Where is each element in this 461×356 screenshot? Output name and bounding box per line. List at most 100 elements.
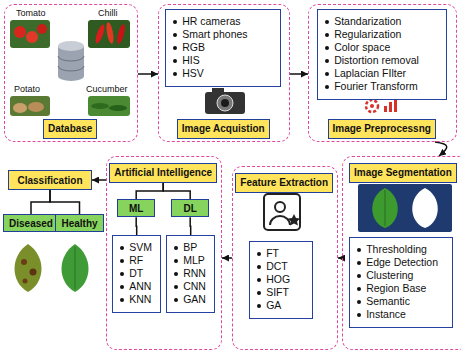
potato-photo	[10, 96, 50, 116]
stage-group: Image AcquistionHR camerasSmart phonesRG…	[158, 4, 290, 142]
segmentation-photo	[358, 184, 452, 232]
preprocessing-icon	[394, 99, 397, 112]
chilli-photo	[116, 24, 127, 45]
cucumber-photo	[109, 105, 127, 111]
potato-photo	[28, 102, 44, 112]
box-label: Classification	[17, 175, 82, 186]
chilli-photo	[88, 20, 130, 48]
connector	[435, 142, 447, 156]
box-label: DL	[184, 203, 197, 214]
list-item: Laplacian FIlter	[324, 67, 440, 80]
result-box: Diseased	[3, 214, 59, 232]
stage-label: Image Segmentation	[349, 163, 457, 183]
cucumber-photo	[88, 96, 130, 116]
cucumber-photo	[88, 96, 130, 116]
list-item: DCT	[256, 260, 306, 273]
list-item: DT	[119, 267, 154, 280]
list-item: KNN	[119, 293, 154, 306]
diseased-leaf	[23, 279, 28, 284]
list-item: FT	[256, 247, 306, 260]
list-item: Region Base	[356, 282, 446, 295]
preprocessing-icon	[384, 106, 387, 112]
feature-icon	[275, 202, 285, 212]
database-icon	[58, 41, 84, 81]
list-box: SVMRFDTANNKNN	[112, 235, 161, 313]
healthy-leaf	[62, 244, 89, 292]
tomato-photo	[26, 31, 38, 43]
photo-label: Cucumber	[86, 84, 128, 95]
stage-group: Artificial IntelligenceMLDLSVMRFDTANNKNN…	[106, 156, 222, 350]
diseased-leaf	[21, 259, 27, 265]
stage-group: Database	[4, 4, 138, 142]
connector	[136, 183, 163, 199]
list-item: Smart phones	[172, 28, 274, 41]
stage-group: Image SegmentationThresholdingEdge Detec…	[342, 156, 461, 350]
chilli-photo	[94, 24, 106, 45]
potato-photo	[10, 96, 50, 116]
camera-icon	[217, 95, 233, 111]
list-item: Fourier Transform	[324, 80, 440, 93]
healthy-leaf	[75, 247, 76, 289]
connector	[222, 257, 232, 259]
list-item: Semantic	[356, 295, 446, 308]
list-item: HOG	[256, 273, 306, 286]
segmentation-photo	[385, 190, 386, 226]
list-item: Distortion removal	[324, 54, 440, 67]
healthy-leaf	[62, 244, 89, 292]
list-item: HSV	[172, 67, 274, 80]
connector	[290, 73, 308, 75]
preprocessing-icon	[366, 99, 397, 112]
camera-icon	[221, 99, 229, 107]
list-item: RF	[119, 254, 154, 267]
chilli-photo	[88, 20, 130, 48]
box-label: Diseased	[9, 218, 53, 229]
preprocessing-icon	[370, 104, 374, 108]
list-item: RGB	[172, 41, 274, 54]
list-item: Clustering	[356, 269, 446, 282]
list-item: Edge Detection	[356, 256, 446, 269]
tomato-photo	[10, 20, 50, 48]
connector	[50, 190, 80, 214]
feature-icon	[264, 194, 300, 230]
segmentation-photo	[358, 184, 452, 232]
box-label: ML	[129, 203, 143, 214]
feature-icon	[264, 194, 300, 230]
list-item: ANN	[119, 280, 154, 293]
list-item: Color space	[324, 41, 440, 54]
list-box: FTDCTHOGSIFTGA	[249, 241, 313, 319]
tomato-photo	[10, 20, 50, 48]
stage-group: Feature ExtractionFTDCTHOGSIFTGA	[232, 166, 338, 350]
list-item: BP	[173, 241, 208, 254]
list-item: Instance	[356, 308, 446, 321]
list-item: SIFT	[256, 286, 306, 299]
list-item: HIS	[172, 54, 274, 67]
database-icon	[58, 46, 84, 81]
stage-label: Feature Extraction	[235, 173, 333, 193]
segmentation-photo	[412, 188, 438, 228]
list-box: ThresholdingEdge DetectionClusteringRegi…	[349, 237, 453, 328]
list-item: CNN	[173, 280, 208, 293]
database-icon	[58, 56, 84, 71]
chilli-photo	[105, 22, 115, 45]
list-item: MLP	[173, 254, 208, 267]
stage-group: Image PreprocessngStandarizationRegulari…	[308, 4, 457, 142]
segmentation-photo	[372, 188, 398, 228]
connector	[163, 183, 190, 199]
cucumber-photo	[91, 103, 109, 109]
connector	[138, 73, 158, 75]
potato-photo	[13, 103, 27, 113]
list-item: RNN	[173, 267, 208, 280]
connector	[135, 217, 137, 235]
camera-icon	[205, 92, 245, 114]
list-item: Standarization	[324, 15, 440, 28]
photo-label: Tomato	[16, 8, 46, 19]
connector	[31, 190, 50, 214]
category-box: DL	[171, 199, 209, 217]
list-box: HR camerasSmart phonesRGBHISHSV	[165, 9, 281, 87]
connector	[92, 179, 106, 181]
list-box: BPMLPRNNCNNGAN	[166, 235, 215, 313]
list-item: SVM	[119, 241, 154, 254]
diseased-leaf	[30, 269, 37, 276]
stage-label: Image Preprocessng	[328, 119, 436, 139]
tomato-photo	[37, 24, 47, 34]
